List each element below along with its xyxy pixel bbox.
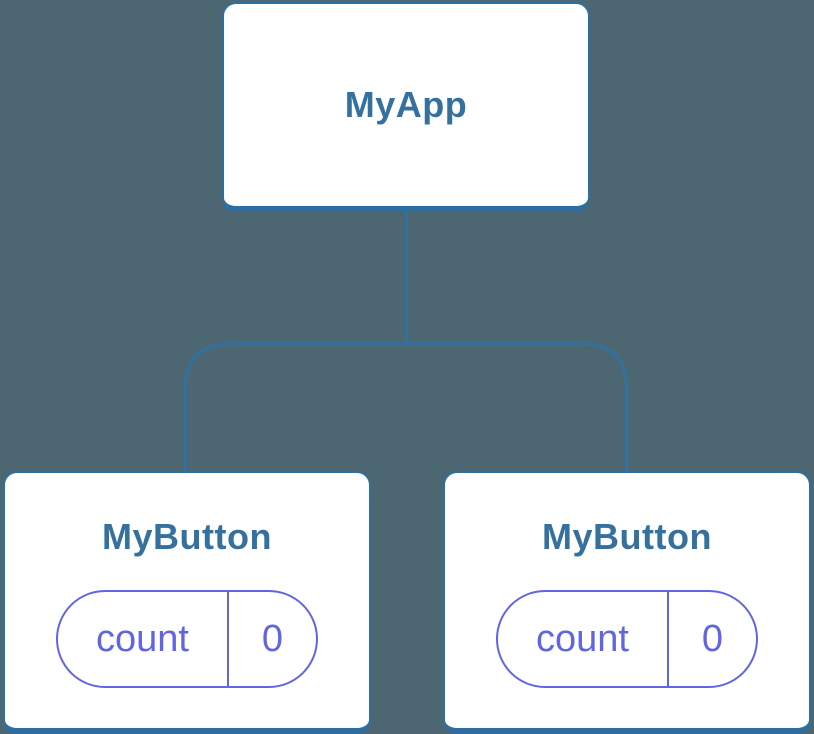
- node-mybutton-1: MyButton count 0: [3, 471, 371, 734]
- node-label: MyApp: [344, 84, 468, 125]
- state-value: 0: [261, 617, 284, 660]
- state-pill: count 0: [56, 590, 318, 688]
- node-label: MyButton: [542, 516, 712, 557]
- state-name: count: [498, 592, 669, 686]
- node-myapp: MyApp: [222, 2, 590, 212]
- connector-branch-bracket: [184, 342, 628, 471]
- state-value: 0: [701, 617, 724, 660]
- state-pill: count 0: [496, 590, 758, 688]
- node-label: MyButton: [102, 516, 272, 557]
- node-mybutton-2: MyButton count 0: [443, 471, 811, 734]
- state-name: count: [58, 592, 229, 686]
